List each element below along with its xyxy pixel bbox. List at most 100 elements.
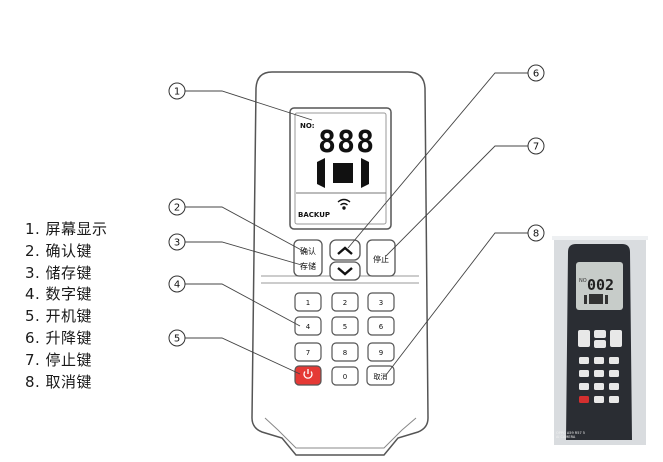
legend-separator: . (35, 328, 46, 347)
legend-label: 储存键 (45, 263, 93, 282)
legend-item: 5. 开机键 (25, 306, 108, 328)
callouts: 1 2 3 4 5 6 7 8 (168, 64, 545, 347)
photo-watermark-2: AI CAMERA (556, 435, 576, 439)
number-key-label: 6 (379, 323, 384, 331)
store-label: 存储 (300, 261, 316, 271)
photo-no-label: NO (579, 278, 587, 284)
legend-number: 8 (25, 372, 36, 391)
number-key-label: 8 (343, 349, 347, 357)
callout-number: 4 (174, 280, 180, 291)
number-key[interactable]: 2 (331, 292, 359, 312)
legend-label: 数字键 (45, 285, 93, 304)
number-key[interactable]: 0 (331, 366, 359, 386)
callout-number: 6 (533, 69, 539, 80)
callout-marker: 1 (168, 82, 186, 100)
callout-marker: 8 (527, 224, 545, 242)
up-button[interactable] (329, 239, 361, 261)
callout-marker: 6 (527, 64, 545, 82)
photo-keypad (579, 357, 619, 403)
photo-key (579, 370, 589, 377)
legend-separator: . (35, 285, 46, 304)
legend-item: 7. 停止键 (25, 350, 108, 372)
photo-key (609, 370, 619, 377)
callout-number: 1 (174, 87, 180, 98)
number-key-label: 0 (343, 373, 347, 381)
photo-key (594, 383, 604, 390)
legend-number: 7 (25, 350, 36, 369)
stop-button[interactable]: 停止 (366, 239, 396, 277)
number-key[interactable]: 5 (331, 316, 359, 336)
legend-number: 4 (25, 285, 36, 304)
number-key-label: 2 (343, 299, 347, 307)
keypad: 1 2 3 4 5 6 7 8 9 0 (294, 292, 395, 386)
number-key[interactable]: 1 (294, 292, 322, 312)
photo-key (594, 357, 604, 364)
callout-marker: 4 (168, 275, 186, 293)
callout-number: 5 (174, 334, 180, 345)
legend-item: 4. 数字键 (25, 284, 108, 306)
photo-key (594, 370, 604, 377)
legend-item: 3. 储存键 (25, 263, 108, 285)
number-key[interactable]: 7 (294, 342, 322, 362)
number-key-label: 4 (306, 323, 311, 331)
down-button[interactable] (329, 261, 361, 281)
legend-separator: . (35, 241, 46, 260)
wifi-icon (337, 198, 351, 210)
legend-separator: . (35, 220, 46, 238)
no-label: NO: (300, 122, 315, 130)
confirm-store-button[interactable]: 确认 存储 (293, 239, 323, 277)
stop-label: 停止 (373, 254, 389, 264)
legend-item: 2. 确认键 (25, 241, 108, 263)
number-key-label: 9 (379, 349, 383, 357)
backup-label: BACKUP (298, 211, 330, 219)
legend-number: 6 (25, 328, 36, 347)
legend-label: 停止键 (45, 350, 93, 369)
photo-real-remote: NO 002 OPPO A59 R57 5 AI CAMERA (552, 236, 648, 445)
legend-separator: . (35, 350, 46, 369)
legend-item: 1. 屏幕显示 (25, 219, 108, 241)
cancel-button[interactable]: 取消 (366, 365, 395, 386)
screen: NO: 888 BACKUP (289, 107, 392, 230)
number-key[interactable]: 8 (331, 342, 359, 362)
photo-key (579, 383, 589, 390)
legend-label: 升降键 (45, 328, 93, 347)
number-key[interactable]: 6 (367, 316, 395, 336)
legend-separator: . (35, 263, 46, 282)
segment-digits: 888 (318, 125, 375, 160)
number-key-label: 1 (306, 299, 310, 307)
chevron-down-icon (337, 267, 353, 276)
curtain-icon (317, 158, 369, 188)
legend-item: 8. 取消键 (25, 372, 108, 394)
legend-separator: . (35, 372, 46, 391)
legend-label: 取消键 (45, 372, 93, 391)
callout-marker: 2 (168, 198, 186, 216)
number-key-label: 7 (306, 349, 310, 357)
number-key-label: 3 (379, 299, 383, 307)
number-key[interactable]: 9 (367, 342, 395, 362)
number-key[interactable]: 3 (367, 292, 395, 312)
callout-number: 8 (533, 229, 539, 240)
power-button[interactable] (294, 365, 322, 386)
photo-key (594, 396, 604, 403)
legend-number: 2 (25, 241, 36, 260)
photo-key (609, 357, 619, 364)
legend-number: 1 (25, 220, 36, 238)
number-key[interactable]: 4 (294, 316, 322, 336)
legend-number: 5 (25, 307, 36, 326)
legend-label: 屏幕显示 (45, 220, 108, 238)
legend-item: 6. 升降键 (25, 328, 108, 350)
photo-key (609, 383, 619, 390)
leader-lines (185, 72, 528, 376)
legend-label: 开机键 (45, 307, 93, 326)
photo-digits: 002 (587, 276, 614, 294)
callout-marker: 7 (527, 137, 545, 155)
number-key-label: 5 (343, 323, 347, 331)
callout-number: 2 (174, 203, 180, 214)
legend-separator: . (35, 307, 46, 326)
legend-number: 3 (25, 263, 36, 282)
power-icon (303, 369, 313, 379)
callout-number: 7 (533, 142, 539, 153)
photo-key (609, 396, 619, 403)
